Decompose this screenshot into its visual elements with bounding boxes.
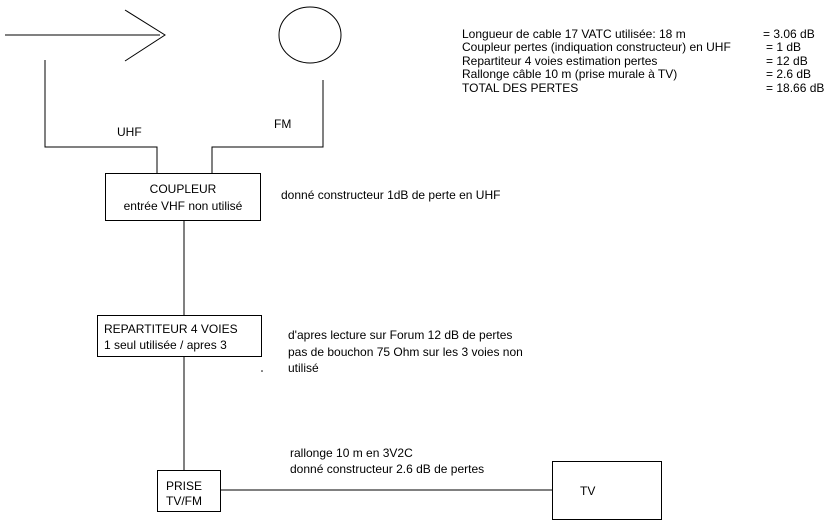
fm-cable (211, 80, 324, 173)
coupleur-title: COUPLEUR (149, 182, 217, 196)
losses-row-value: = 2.6 dB (766, 67, 812, 82)
repartiteur-subtitle: 1 seul utilisée / apres 3 (104, 338, 227, 352)
uhf-cable (44, 60, 158, 173)
losses-row-label: Longueur de cable 17 VATC utilisée: 18 m (462, 27, 686, 41)
uhf-antenna-arrow-head (124, 9, 166, 62)
losses-total-value: = 18.66 dB (766, 80, 825, 95)
repartiteur-title: REPARTITEUR 4 VOIES (104, 322, 238, 336)
rallonge-note-line2: donné constructeur 2.6 dB de pertes (290, 462, 485, 476)
uhf-label: UHF (117, 125, 142, 139)
losses-row-value: = 1 dB (766, 40, 802, 55)
coupleur-box: COUPLEUR entrée VHF non utilisé (105, 173, 261, 221)
stray-dot (261, 370, 263, 372)
fm-label: FM (274, 117, 292, 131)
coupleur-subtitle: entrée VHF non utilisé (123, 199, 243, 213)
prise-line1: PRISE (166, 479, 203, 493)
repartiteur-note-line3: utilisé (288, 361, 319, 375)
losses-row-value: = 3.06 dB (763, 27, 815, 41)
rallonge-note-line1: rallonge 10 m en 3V2C (290, 446, 413, 460)
fm-antenna (278, 6, 342, 64)
prise-box: PRISE TV/FM (157, 470, 221, 512)
repartiteur-box: REPARTITEUR 4 VOIES 1 seul utilisée / ap… (97, 315, 262, 357)
repartiteur-note-line1: d'apres lecture sur Forum 12 dB de perte… (288, 328, 513, 342)
prise-line2: TV/FM (166, 494, 202, 508)
coupleur-note: donné constructeur 1dB de perte en UHF (281, 188, 501, 202)
losses-row-label: Coupleur pertes (indiquation constructeu… (462, 40, 731, 55)
losses-total-label: TOTAL DES PERTES (462, 80, 579, 95)
losses-row-label: Repartiteur 4 voies estimation pertes (462, 53, 658, 68)
losses-row-value: = 12 dB (766, 53, 808, 68)
repartiteur-note-line2: pas de bouchon 75 Ohm sur les 3 voies no… (288, 345, 523, 359)
losses-row-label: Rallonge câble 10 m (prise murale à TV) (462, 67, 678, 82)
tv-box: TV (552, 461, 662, 520)
tv-label: TV (580, 484, 596, 498)
